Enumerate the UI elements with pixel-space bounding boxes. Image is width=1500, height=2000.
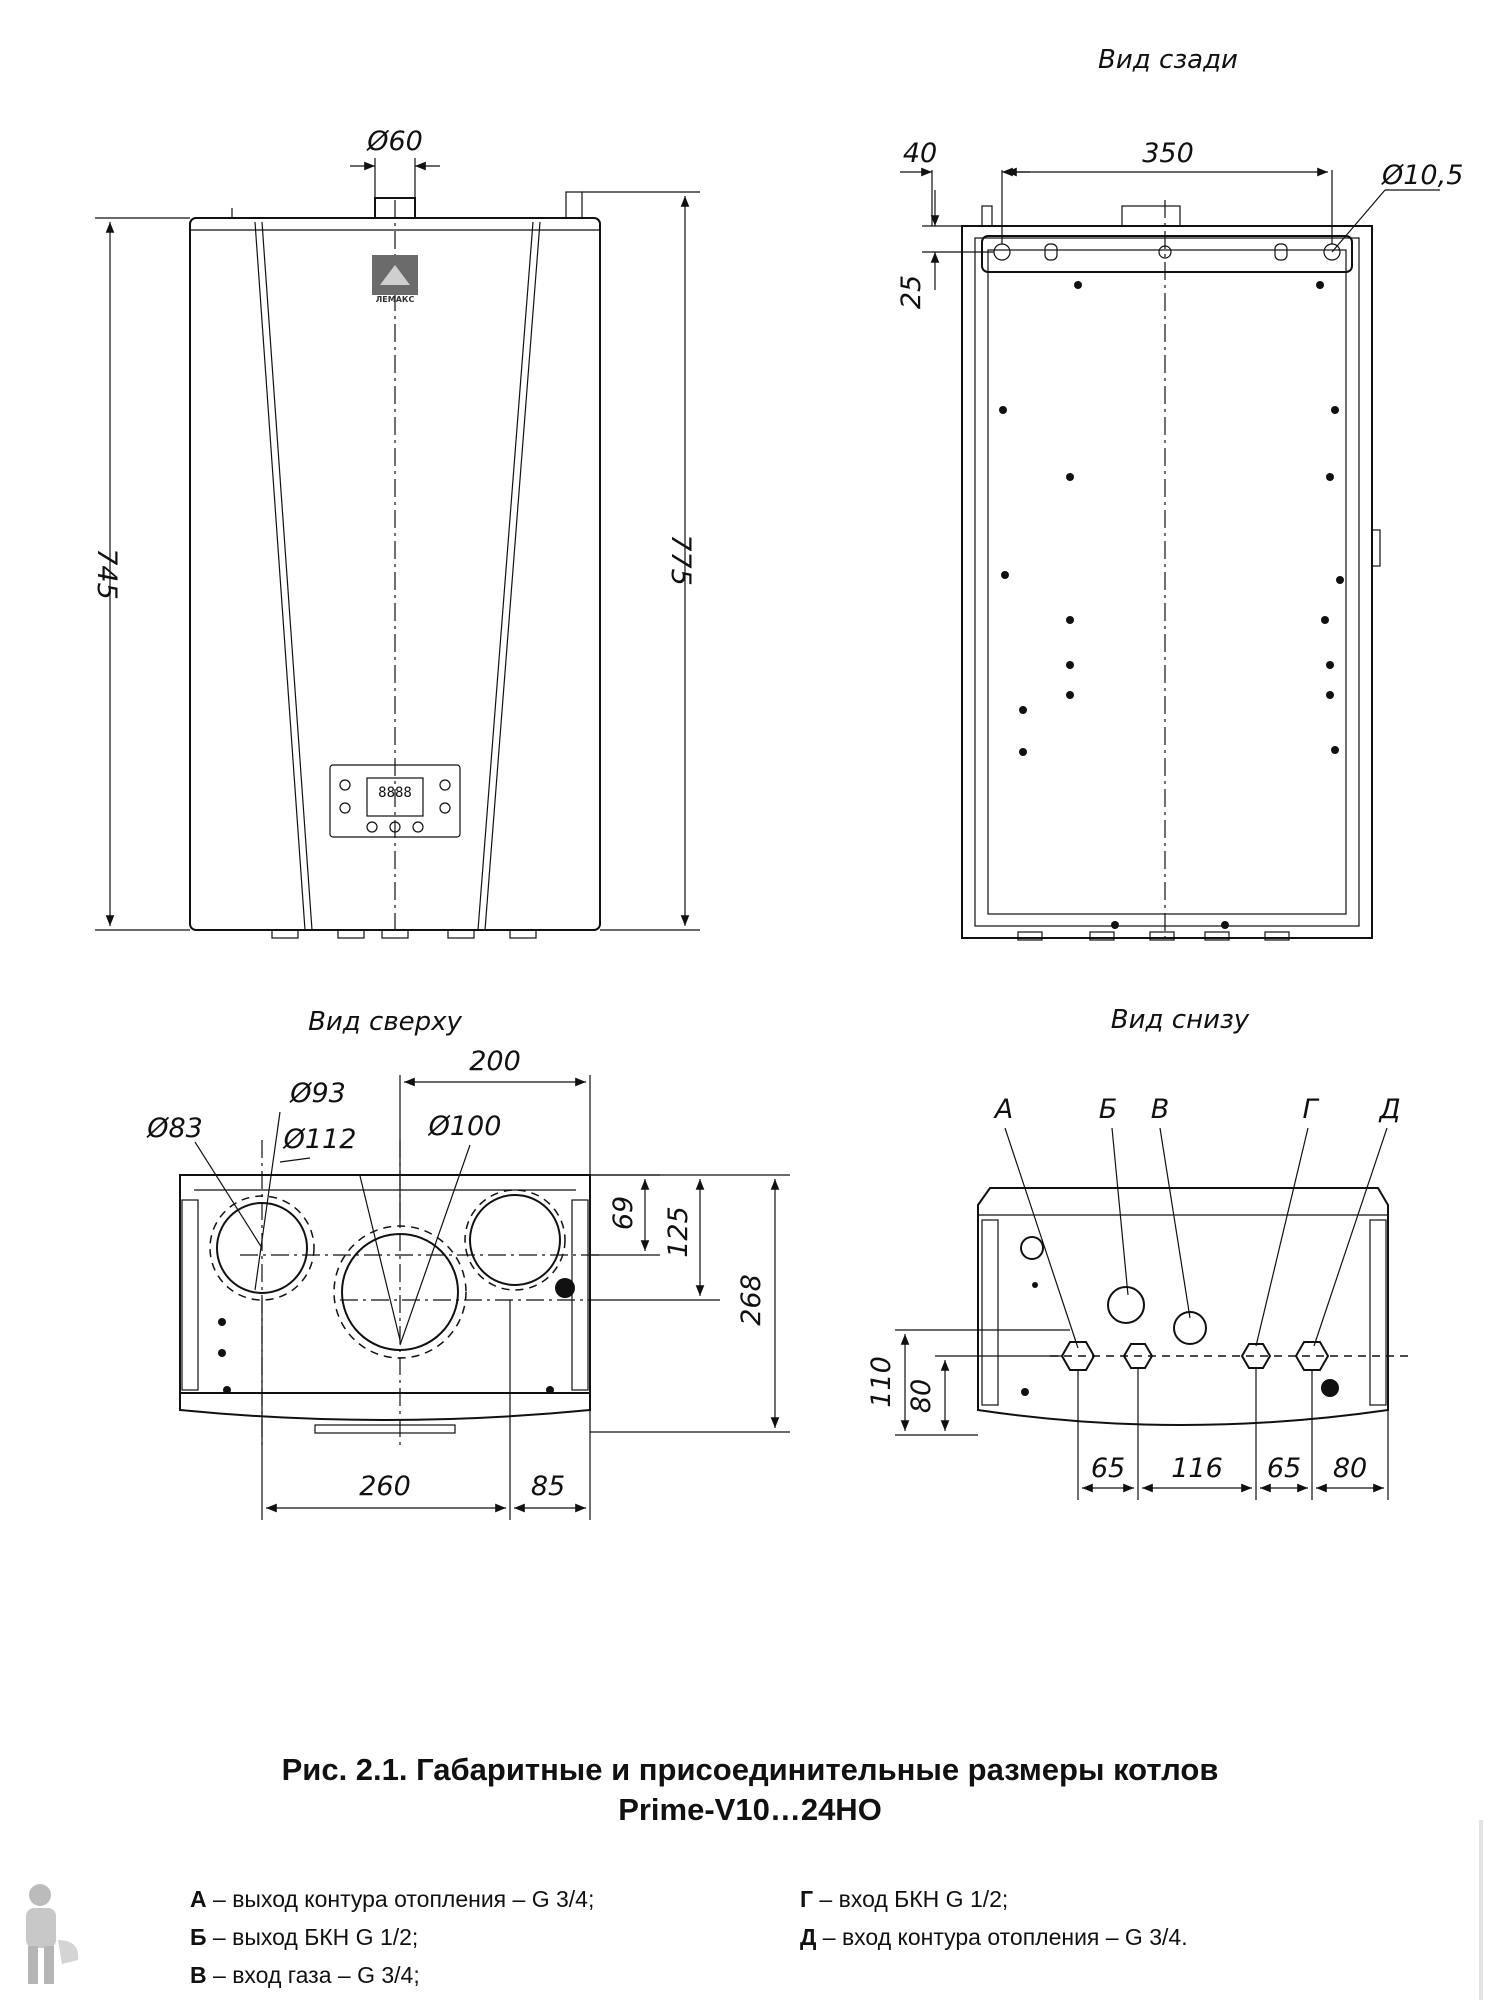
dim-top-260: 260 <box>359 1471 411 1502</box>
legend-item-g: Г – вход БКН G 1/2; <box>800 1886 1009 1912</box>
rear-view-title: Вид сзади <box>1098 45 1238 75</box>
dim-top-200: 200 <box>469 1046 521 1077</box>
dim-top-69: 69 <box>608 1196 639 1230</box>
dim-rear-350: 350 <box>1142 138 1194 169</box>
letter-g: Г <box>1302 1094 1319 1125</box>
caption-line-2: Prime-V10…24НО <box>618 1792 882 1827</box>
letter-a: А <box>993 1094 1013 1125</box>
legend-left: А – выход контура отопления – G 3/4; Б –… <box>190 1880 594 1994</box>
letter-d: Д <box>1378 1094 1400 1125</box>
watermark-strip <box>1479 1820 1483 2000</box>
legend-right: Г – вход БКН G 1/2; Д – вход контура ото… <box>800 1880 1188 1956</box>
top-view: Вид сверху 200 Ø93 Ø83 Ø112 <box>146 1007 790 1520</box>
letter-b: Б <box>1099 1094 1118 1125</box>
top-casing <box>179 1174 591 1394</box>
dim-rear-40: 40 <box>903 138 937 169</box>
dim-bottom-65a: 65 <box>1091 1453 1125 1484</box>
dim-top-268: 268 <box>736 1274 767 1326</box>
dim-bottom-110: 110 <box>866 1356 897 1408</box>
brand-logo: ЛЕМАКС <box>372 255 418 304</box>
letter-v: В <box>1151 1094 1170 1125</box>
dim-top-85: 85 <box>531 1471 565 1502</box>
dim-front-775: 775 <box>665 534 696 586</box>
rear-view: Вид сзади <box>896 45 1463 941</box>
figure-caption: Рис. 2.1. Габаритные и присоединительные… <box>0 1752 1500 1828</box>
logo-text: ЛЕМАКС <box>376 295 415 304</box>
plumber-mascot-icon <box>26 1884 79 1984</box>
legend-item-v: В – вход газа – G 3/4; <box>190 1962 420 1988</box>
dim-bottom-116: 116 <box>1171 1453 1223 1484</box>
dim-bottom-65b: 65 <box>1267 1453 1301 1484</box>
legend-item-b: Б – выход БКН G 1/2; <box>190 1924 419 1950</box>
caption-line-1: Рис. 2.1. Габаритные и присоединительные… <box>281 1752 1219 1787</box>
dim-top-100: Ø100 <box>428 1111 502 1142</box>
dim-rear-hole: Ø10,5 <box>1381 160 1463 191</box>
bottom-view: Вид снизу А Б В Г Д <box>866 1005 1410 1500</box>
svg-text:8888: 8888 <box>378 785 412 801</box>
dim-top-93: Ø93 <box>289 1078 346 1109</box>
dim-top-112: Ø112 <box>283 1124 357 1155</box>
dim-top-125: 125 <box>663 1206 694 1258</box>
dim-rear-25: 25 <box>896 275 927 309</box>
dim-front-flue: Ø60 <box>366 126 423 157</box>
dim-bottom-80b: 80 <box>1333 1453 1367 1484</box>
rear-frame <box>961 225 1373 939</box>
front-view: ЛЕМАКС 8888 Ø60 <box>91 126 700 939</box>
bottom-view-title: Вид снизу <box>1111 1005 1250 1035</box>
dim-front-745: 745 <box>91 548 122 600</box>
top-view-title: Вид сверху <box>308 1007 462 1037</box>
dim-bottom-80: 80 <box>906 1379 937 1413</box>
control-panel: 8888 <box>329 764 461 838</box>
legend-item-a: А – выход контура отопления – G 3/4; <box>190 1886 595 1912</box>
legend-item-d: Д – вход контура отопления – G 3/4. <box>800 1924 1188 1950</box>
dim-top-83: Ø83 <box>146 1113 203 1144</box>
